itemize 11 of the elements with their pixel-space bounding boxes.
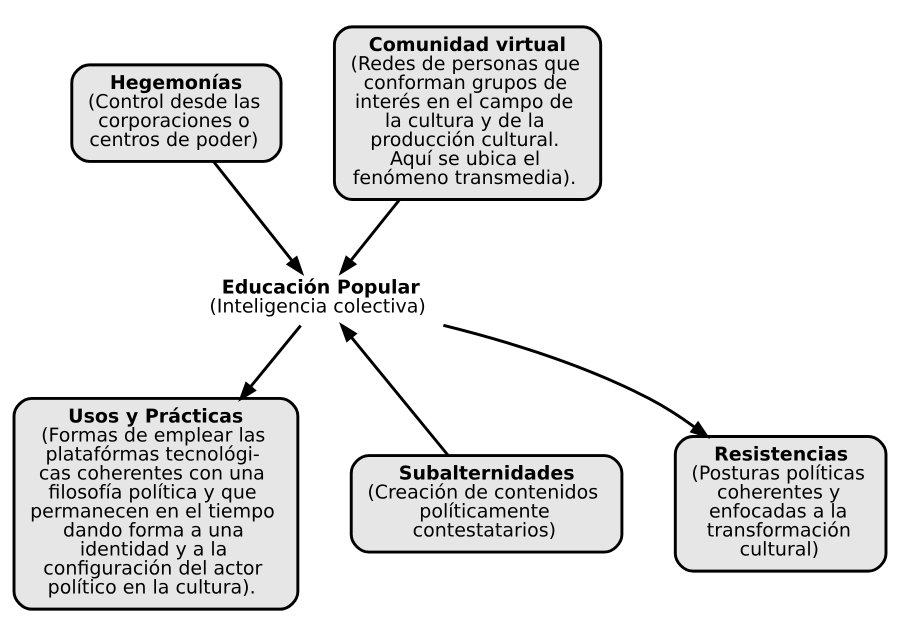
node-box: Usos y Prácticas (Formas de emplear las platafórmas tecnológi-cas coherentes con una filosofía política y que permanecen en el tiempo dando forma a una identidad y a la configuración del actor político en la cultura). xyxy=(12,396,300,610)
node-box: Subalternidades (Creación de contenidos políticamente contestatarios) xyxy=(350,454,624,554)
node-box: Hegemonías (Control desde las corporaciones o centros de poder) xyxy=(70,62,282,162)
arrow xyxy=(238,324,302,402)
node-box: Comunidad virtual (Redes de personas que conforman grupos de interés en el campo de la cultura y de la producción cultural. Aquí se ubica el fenómeno transmedia). xyxy=(332,24,602,200)
node-box: Resistencias (Posturas políticas coherentes y enfocadas a la transformación cultural) xyxy=(674,434,888,572)
node-text: Educación Popular (Inteligencia colectiva) xyxy=(209,276,426,318)
arrow xyxy=(339,322,450,456)
arrow xyxy=(338,198,401,276)
arrow xyxy=(443,323,710,438)
arrow xyxy=(212,160,304,276)
